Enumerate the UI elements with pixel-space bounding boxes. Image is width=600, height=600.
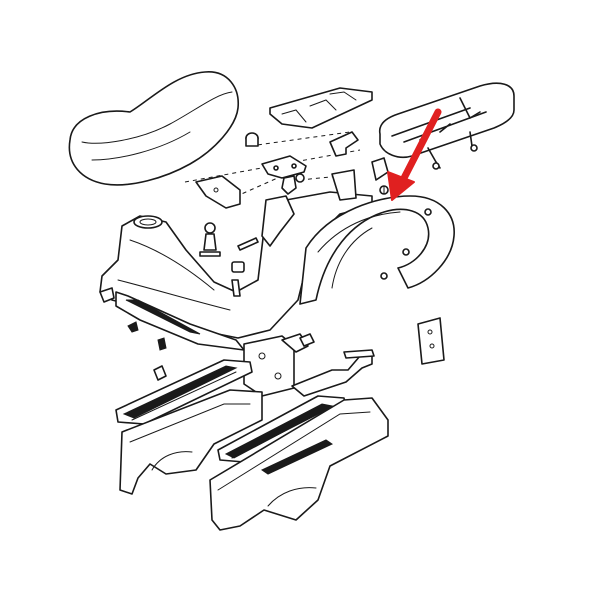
fuel-tank (133, 215, 163, 229)
screw (127, 321, 167, 381)
seat-hinge-bracket (329, 131, 359, 157)
seat-mount-plate (261, 155, 307, 179)
rear-mudguard (299, 195, 455, 305)
small-nut (295, 173, 305, 183)
number-plate-bracket (371, 157, 389, 181)
reflector-bolt (379, 185, 389, 195)
fuel-line-pin (237, 237, 259, 251)
rear-bolt (99, 287, 115, 303)
right-side-panel (209, 397, 389, 531)
rubber-stop (281, 175, 297, 195)
footrest-bar (291, 349, 375, 397)
fuel-filter (231, 261, 245, 273)
left-side-panel (119, 389, 263, 495)
highlight-arrow (387, 108, 442, 201)
fuel-tap (199, 222, 221, 257)
right-footboard (217, 395, 347, 463)
frame (99, 169, 373, 339)
spring-clip (231, 279, 241, 297)
seat (68, 71, 239, 186)
fastener-bolt (245, 132, 259, 147)
number-plate (417, 317, 445, 365)
mounting-plate (195, 175, 241, 209)
luggage-rack (378, 82, 515, 170)
left-footboard (115, 359, 253, 425)
tool-tray (269, 87, 373, 129)
